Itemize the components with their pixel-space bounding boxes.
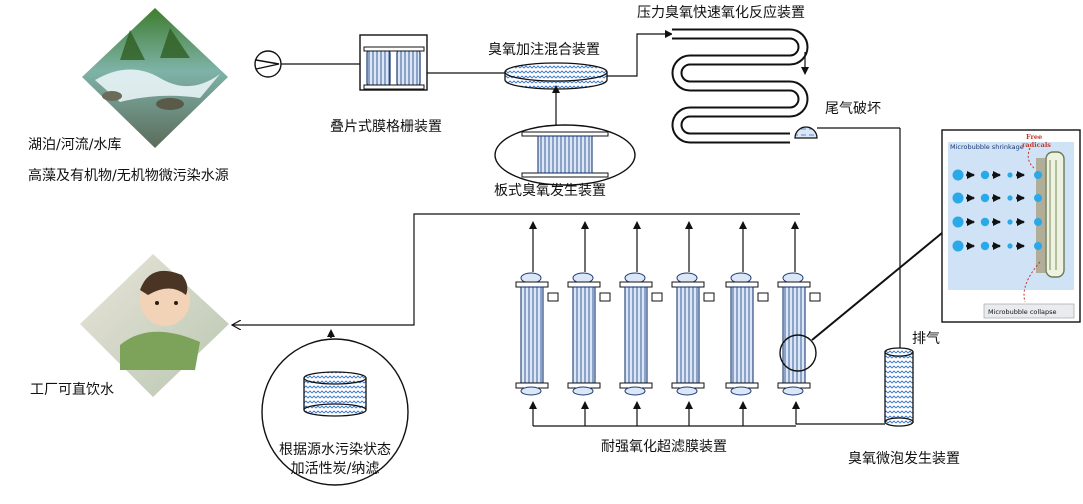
grid-device [359,34,428,91]
membrane-module-1 [515,221,559,396]
source-label: 湖泊/河流/水库 [28,137,122,153]
bubble-row-2 [952,192,1042,204]
membrane-module-4 [671,221,715,396]
inset-radicals-label-1: Free [1026,133,1042,141]
uf-membrane-label: 耐强氧化超滤膜装置 [601,439,727,455]
grid-device-label: 叠片式膜格栅装置 [330,119,442,135]
uf-membrane-bank [515,221,821,427]
microbubble-generator-label: 臭氧微泡发生装置 [848,451,960,467]
pump-symbol [254,50,282,78]
membrane-module-6 [777,221,821,396]
carbon-nf-unit [261,338,409,486]
inset-collapse-label: Microbubble collapse [988,308,1057,316]
pipe-mixer-reactor [607,30,673,77]
source-water-photo [82,8,228,148]
bubble-row-4 [952,240,1042,252]
bubble-row-1 [952,169,1042,181]
collapse-pointer [1023,261,1041,303]
drinking-water-photo [80,254,229,397]
zoom-circle [779,334,817,372]
plate-generator-label: 板式臭氧发生装置 [494,183,606,199]
zoom-link-line [811,232,943,341]
pressure-reactor [671,28,809,144]
inset-radicals-label-2: radicals [1022,141,1051,149]
source-description: 高藻及有机物/无机物微污染水源 [28,168,229,184]
pipe-product-to-output [232,213,800,325]
plate-ozone-generator [494,124,636,186]
carbon-label-1: 根据源水污染状态 [279,442,391,458]
output-label: 工厂可直饮水 [30,382,114,398]
reactor-label: 压力臭氧快速氧化反应装置 [637,5,805,21]
microbubble-generator [884,347,914,427]
membrane-module-3 [619,221,663,396]
mixer-label: 臭氧加注混合装置 [488,42,600,58]
carbon-label-2: 加活性炭/纳滤 [290,461,380,477]
inset-shrinkage-label: Microbubble shrinkage [950,143,1024,151]
membrane-module-5 [725,221,769,396]
pipe-generator-membranes [792,401,885,425]
tail-gas-label: 尾气破坏 [825,101,881,117]
exhaust-label: 排气 [912,331,940,347]
microbubble-inset: Microbubble shrinkage Free radicals Micr… [941,129,1081,323]
ozone-mixer [504,62,608,90]
membrane-module-2 [567,221,611,396]
tail-gas-destructor [794,126,901,348]
bubble-row-3 [952,216,1042,228]
radicals-pointer [1027,147,1035,169]
